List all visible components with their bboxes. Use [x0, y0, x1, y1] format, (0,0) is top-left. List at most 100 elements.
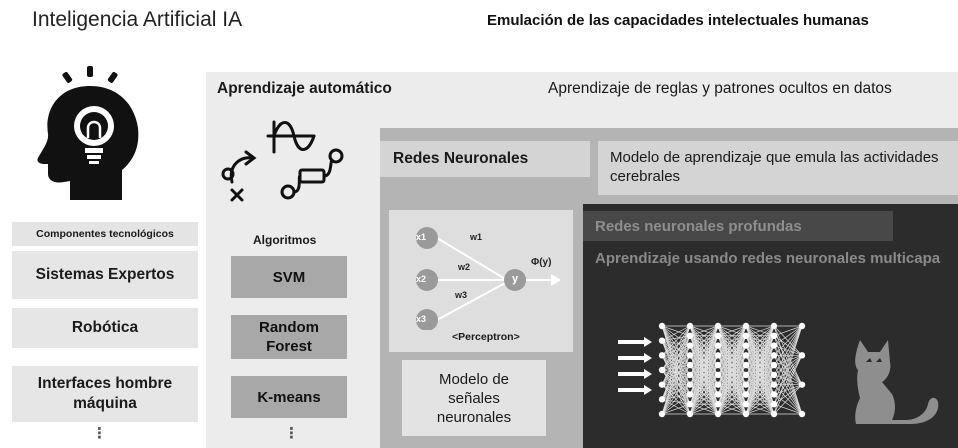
dnn-edge [661, 384, 691, 400]
dnn-node [686, 401, 694, 408]
dnn-edge [717, 374, 747, 415]
dnn-node [658, 381, 666, 388]
dnn-edge [745, 325, 775, 405]
page-subtitle: Emulación de las capacidades intelectual… [487, 12, 869, 29]
dnn-node [798, 381, 806, 388]
algorithm-sketch-icon [221, 120, 344, 202]
dnn-edge [773, 325, 803, 337]
dnn-edge [661, 340, 691, 346]
dnn-edge [773, 325, 803, 405]
dnn-edge [773, 355, 803, 395]
dnn-edge [689, 325, 719, 366]
dnn-edge [773, 394, 803, 415]
dnn-edge [745, 325, 775, 346]
dnn-edge [661, 394, 691, 415]
dnn-edge [717, 403, 747, 415]
component-expert-systems: Sistemas Expertos [12, 251, 198, 299]
perceptron-diagram [416, 227, 561, 330]
activation-label: Φ(y) [531, 257, 552, 268]
dnn-edge [717, 345, 747, 415]
dnn-edge [689, 364, 719, 415]
components-header: Componentes tecnológicos [12, 222, 198, 246]
dnn-edge [689, 403, 719, 415]
dnn-edge [661, 335, 691, 385]
dnn-edge [717, 325, 747, 376]
dnn-node [686, 332, 694, 339]
component-robotics: Robótica [12, 308, 198, 348]
cat-silhouette-icon [855, 340, 939, 424]
dnn-node [658, 366, 666, 374]
dnn-edge [689, 325, 719, 395]
dnn-edge [745, 325, 775, 395]
dnn-edge [661, 335, 691, 400]
dnn-edge [689, 374, 719, 415]
dnn-node [798, 352, 806, 359]
dnn-node [658, 396, 666, 403]
dnn-node [798, 322, 806, 330]
dnn-edge [717, 384, 747, 415]
dnn-edge [661, 364, 691, 400]
dnn-edge [661, 325, 691, 341]
dnn-node [798, 410, 806, 418]
nn-description: Modelo de aprendizaje que emula las acti… [598, 141, 958, 195]
dnn-edge [661, 345, 691, 385]
dnn-edge [717, 325, 747, 395]
weight-label-w2: w2 [458, 262, 471, 272]
dnn-edge [661, 355, 691, 415]
weight-label-w1: w1 [470, 232, 483, 242]
dnn-node [686, 352, 694, 359]
dnn-edge [773, 325, 803, 356]
dnn-node [714, 361, 722, 369]
dnn-node [770, 371, 778, 379]
dnn-edge [689, 325, 719, 346]
dnn-edge [717, 325, 747, 346]
dnn-edge [661, 374, 691, 400]
input-label-x2: x2 [416, 274, 427, 284]
dnn-edge [745, 325, 775, 337]
dnn-node [742, 391, 750, 398]
dnn-edge [689, 335, 719, 415]
dnn-edge [717, 325, 747, 337]
dnn-node [686, 371, 694, 379]
dnn-node [742, 332, 750, 339]
dnn-node [742, 322, 750, 330]
dnn-node [658, 322, 666, 330]
dnn-edge [717, 335, 747, 415]
algorithm-kmeans: K-means [231, 376, 347, 418]
dnn-edge [689, 325, 719, 356]
dnn-edge [745, 325, 775, 415]
dnn-node [714, 322, 722, 330]
dnn-edge [717, 355, 747, 415]
dnn-node [686, 391, 694, 398]
dnn-edge [745, 355, 775, 415]
neural-signal-model: Modelo de señales neuronales [402, 360, 546, 436]
dnn-edge [773, 384, 803, 395]
dnn-edge [661, 374, 691, 415]
deep-network-diagram [618, 322, 806, 418]
dnn-edge [661, 325, 691, 385]
head-lightbulb-icon [37, 66, 139, 200]
component-hmi: Interfaces hombre máquina [12, 366, 198, 422]
dnn-edge [661, 325, 691, 415]
dnn-edge [661, 325, 691, 346]
dnn-edge [745, 374, 775, 415]
ml-title: Aprendizaje automático [217, 80, 392, 97]
dnn-edge [661, 325, 691, 337]
dnn-edge [661, 325, 691, 371]
dnn-edge [717, 325, 747, 405]
left-more-dots: ⋮ [92, 425, 107, 442]
dnn-node [714, 401, 722, 408]
dnn-edge [661, 345, 691, 400]
output-node-y [504, 269, 526, 291]
dnn-node [742, 381, 750, 388]
dnn-edge [773, 325, 803, 415]
dnn-node [770, 342, 778, 349]
dnn-edge [661, 384, 691, 415]
dnn-edge [661, 335, 691, 342]
dnn-edge [745, 403, 775, 415]
dnn-edge [745, 345, 775, 415]
dnn-edge [661, 325, 691, 400]
dnn-edge [661, 345, 691, 415]
neural-signal-model-text: Modelo de señales neuronales [436, 370, 512, 426]
dnn-node [770, 410, 778, 418]
